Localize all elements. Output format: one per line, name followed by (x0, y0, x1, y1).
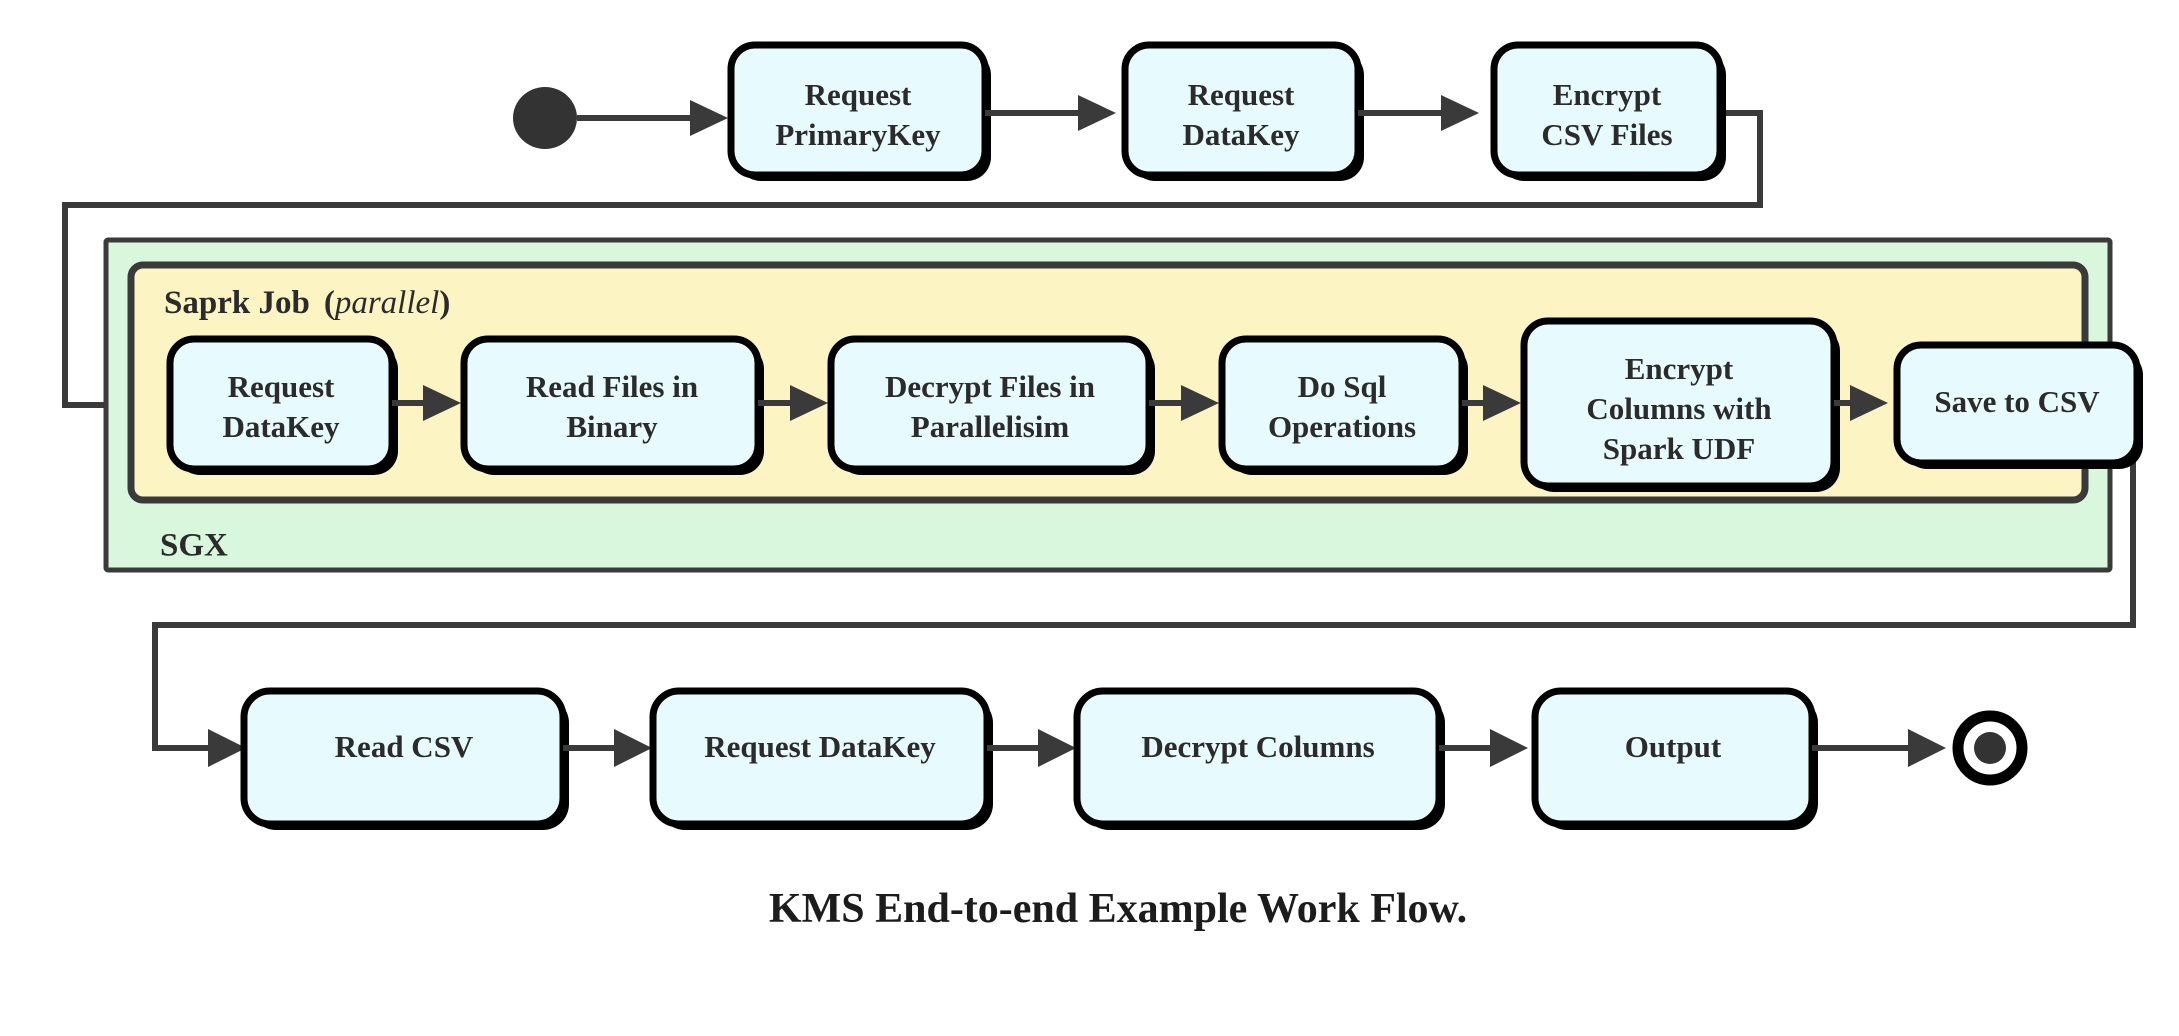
node-do-sql-operations-line1: Do Sql (1298, 369, 1387, 404)
node-request-primarykey-line1: Request (805, 77, 912, 112)
node-read-csv[interactable]: Read CSV (240, 687, 569, 830)
end-node[interactable] (1952, 710, 2028, 786)
node-do-sql-operations[interactable]: Do Sql Operations (1218, 335, 1468, 475)
container-spark-job-label-close: ) (439, 285, 450, 321)
edge-datakey-to-encrypt-csv (1358, 95, 1479, 131)
node-encrypt-columns-line1: Encrypt (1625, 351, 1734, 386)
node-request-datakey-spark-line2: DataKey (222, 409, 340, 444)
node-encrypt-columns-with-spark-udf[interactable]: Encrypt Columns with Spark UDF (1520, 317, 1840, 492)
arrow-head-icon (1078, 95, 1116, 131)
node-encrypt-columns-line2: Columns with (1586, 391, 1771, 426)
start-node[interactable] (513, 87, 577, 149)
node-request-datakey-bottom[interactable]: Request DataKey (649, 687, 993, 830)
node-read-files-in-binary-line2: Binary (566, 409, 658, 444)
arrow-head-icon (690, 100, 728, 136)
edge-encrypt-columns-to-save-csv (1834, 385, 1888, 421)
node-encrypt-columns-line3: Spark UDF (1603, 431, 1755, 466)
arrow-head-icon (208, 729, 246, 767)
edge-decrypt-columns-to-output (1439, 729, 1528, 767)
arrow-head-icon (1490, 729, 1528, 767)
arrow-head-icon (790, 385, 828, 421)
arrow-head-icon (1908, 729, 1946, 767)
arrow-head-icon (423, 385, 461, 421)
arrow-head-icon (1441, 95, 1479, 131)
node-do-sql-operations-line2: Operations (1268, 409, 1416, 444)
node-request-datakey-spark[interactable]: Request DataKey (166, 335, 398, 475)
edge-decrypt-files-to-sql (1149, 385, 1219, 421)
node-decrypt-columns-line1: Decrypt Columns (1141, 729, 1374, 764)
node-request-datakey-top[interactable]: Request DataKey (1121, 41, 1364, 181)
edge-sql-to-encrypt-columns (1462, 385, 1521, 421)
node-read-files-in-binary-line1: Read Files in (526, 369, 698, 404)
container-spark-job-label: Saprk Job (parallel) (164, 285, 450, 321)
container-sgx-label: SGX (160, 528, 228, 564)
node-decrypt-columns[interactable]: Decrypt Columns (1073, 687, 1445, 830)
start-dot-icon (513, 87, 577, 149)
container-spark-job-label-open: ( (324, 285, 335, 321)
edge-primarykey-to-datakey (985, 95, 1116, 131)
end-core-icon (1974, 732, 2006, 764)
arrow-head-icon (614, 729, 652, 767)
node-request-datakey-top-line2: DataKey (1182, 117, 1300, 152)
node-read-csv-line1: Read CSV (335, 729, 474, 764)
node-read-files-in-binary[interactable]: Read Files in Binary (460, 335, 764, 475)
arrow-head-icon (1850, 385, 1888, 421)
node-save-to-csv[interactable]: Save to CSV (1893, 341, 2143, 469)
edge-read-binary-to-decrypt-files (758, 385, 828, 421)
container-spark-job-label-italic: parallel (333, 285, 440, 321)
node-decrypt-files-line1: Decrypt Files in (885, 369, 1095, 404)
arrow-head-icon (1483, 385, 1521, 421)
node-request-datakey-bottom-line1: Request DataKey (704, 729, 936, 764)
node-encrypt-csv-files-line1: Encrypt (1553, 77, 1662, 112)
arrow-head-icon (1181, 385, 1219, 421)
node-encrypt-csv-files-line2: CSV Files (1541, 117, 1672, 152)
edge-spark-datakey-to-read-binary (392, 385, 461, 421)
container-spark-job-label-main: Saprk Job (164, 285, 310, 321)
node-output-line1: Output (1625, 729, 1722, 764)
node-request-primarykey-line2: PrimaryKey (775, 117, 941, 152)
node-encrypt-csv-files[interactable]: Encrypt CSV Files (1490, 41, 1726, 181)
edge-read-csv-to-datakey (563, 729, 652, 767)
node-decrypt-files-line2: Parallelisim (911, 409, 1070, 444)
diagram-caption: KMS End-to-end Example Work Flow. (769, 886, 1467, 932)
end-ring-icon (1952, 710, 2028, 786)
arrow-head-icon (1038, 729, 1076, 767)
node-request-datakey-spark-line1: Request (228, 369, 335, 404)
node-decrypt-files-in-parallelisim[interactable]: Decrypt Files in Parallelisim (827, 335, 1155, 475)
node-save-to-csv-line1: Save to CSV (1934, 384, 2100, 419)
node-request-datakey-top-line1: Request (1188, 77, 1295, 112)
edge-datakey-to-decrypt-columns (987, 729, 1076, 767)
node-request-primarykey[interactable]: Request PrimaryKey (727, 41, 991, 181)
edge-output-to-end (1812, 729, 1946, 767)
edge-start-to-primarykey (577, 100, 728, 136)
node-output[interactable]: Output (1531, 687, 1818, 830)
